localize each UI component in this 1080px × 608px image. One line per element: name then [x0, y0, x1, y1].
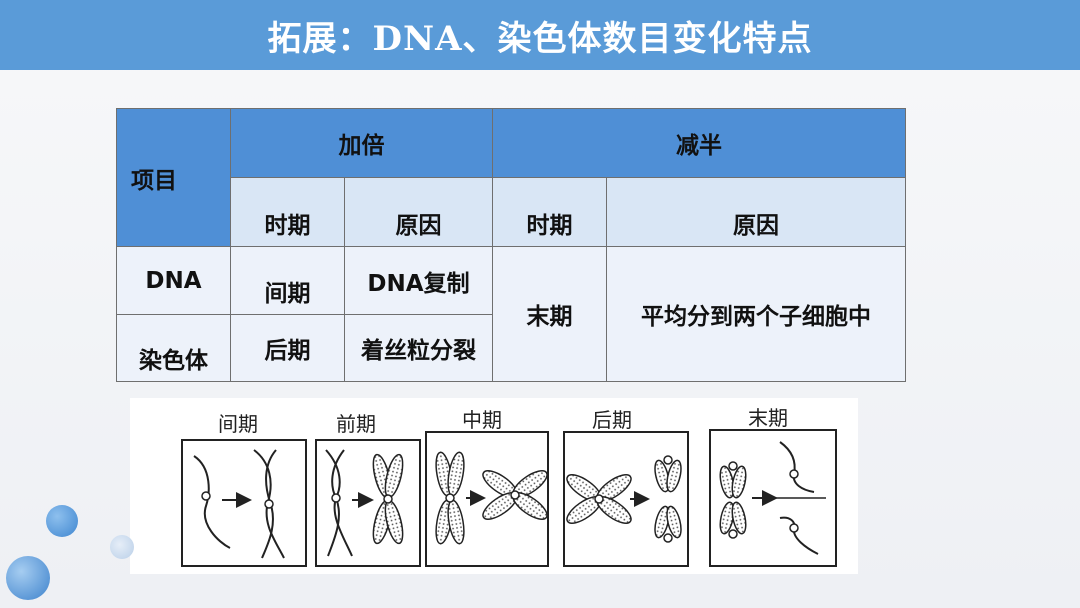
- table-header-half: 减半: [492, 108, 906, 178]
- table-row-dna-item: DNA: [116, 246, 231, 315]
- title-prefix: 拓展：: [267, 18, 373, 59]
- mitosis-drawing: [181, 429, 837, 567]
- stage-label-metaphase: 中期: [462, 408, 502, 432]
- decorative-circle-small: [46, 505, 78, 537]
- stage-label-telophase: 末期: [748, 406, 788, 430]
- table-row-dna-period: 间期: [230, 246, 345, 315]
- table-row-chromosome-item: 染色体: [116, 314, 231, 382]
- slide-title: 拓展：DNA、染色体数目变化特点: [268, 11, 813, 60]
- stage-label-anaphase: 后期: [592, 408, 632, 432]
- table-subheader-half-period: 时期: [492, 177, 607, 247]
- table-subheader-double-reason: 原因: [344, 177, 493, 247]
- decorative-circle-large: [6, 556, 50, 600]
- comparison-table: 项目 加倍 减半 时期 原因 时期 原因 DNA 间期 DNA复制 染色体 后期…: [116, 108, 906, 382]
- panel-prophase: [315, 439, 421, 567]
- panel-interphase: [181, 439, 307, 567]
- table-subheader-half-reason: 原因: [606, 177, 906, 247]
- table-subheader-double-period: 时期: [230, 177, 345, 247]
- mitosis-diagram: 间期 前期 中期 后期 末期: [130, 398, 858, 574]
- table-row-chromosome-period: 后期: [230, 314, 345, 382]
- stage-label-prophase: 前期: [336, 412, 376, 436]
- table-half-period: 末期: [492, 246, 607, 382]
- stage-label-interphase: 间期: [218, 412, 258, 436]
- panel-telophase: [709, 429, 837, 567]
- panel-anaphase: [563, 431, 689, 567]
- title-suffix: 、染色体数目变化特点: [462, 18, 813, 59]
- table-row-chromosome-reason: 着丝粒分裂: [344, 314, 493, 382]
- decorative-circle-faint: [110, 535, 134, 559]
- table-header-double: 加倍: [230, 108, 493, 178]
- title-latin: DNA: [372, 18, 463, 59]
- panel-metaphase: [425, 431, 549, 567]
- table-half-reason: 平均分到两个子细胞中: [606, 246, 906, 382]
- table-header-item: 项目: [116, 108, 231, 247]
- table-row-dna-reason: DNA复制: [344, 246, 493, 315]
- title-bar: 拓展：DNA、染色体数目变化特点: [0, 0, 1080, 70]
